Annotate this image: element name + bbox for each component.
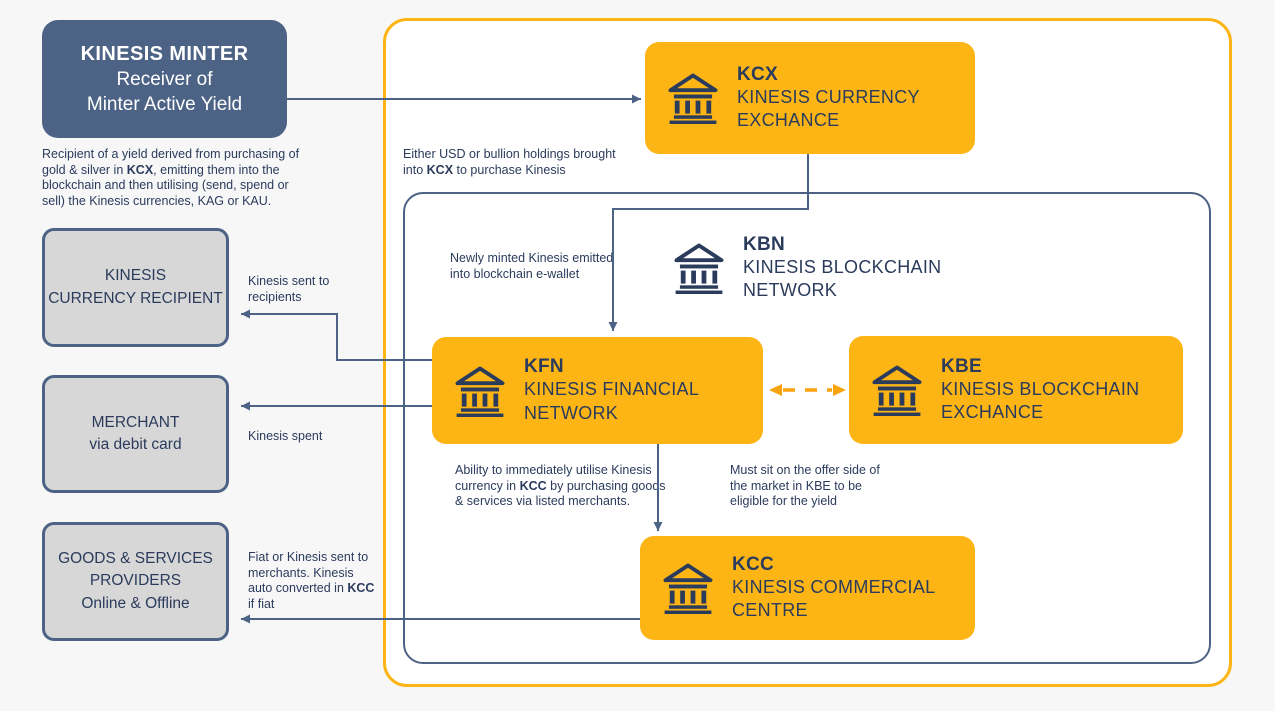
recipient-label-line2: CURRENCY RECIPIENT [48, 289, 223, 307]
annotation-text: Either USD or bullion holdings brought i… [403, 147, 616, 177]
minter-title: KINESIS MINTER [80, 42, 249, 65]
merchant-label-line2: via debit card [89, 436, 182, 453]
annotation-text-2: by purchasing goods & services via liste… [455, 478, 666, 509]
minter-subtitle-line1: Receiver of [116, 69, 213, 91]
annotation-text: Fiat or Kinesis sent to merchants. Kines… [248, 550, 369, 596]
minter-description: Recipient of a yield derived from purcha… [42, 147, 300, 210]
node-kfn: KFN KINESIS FINANCIAL NETWORK [432, 337, 763, 444]
goods-services-providers-box: GOODS & SERVICES PROVIDERS Online & Offl… [42, 522, 229, 641]
node-kcx-code: KCX [737, 63, 779, 85]
recipient-label-line1: KINESIS [104, 267, 167, 285]
node-kcc-code: KCC [732, 553, 775, 575]
node-kbn-code: KBN [743, 233, 786, 255]
goods-label-line3: Online & Offline [81, 594, 190, 612]
node-kbe: KBE KINESIS BLOCKCHAIN EXCHANCE [849, 336, 1183, 444]
annotation-kinesis-sent: Kinesis sent to recipients [248, 274, 330, 304]
bank-icon [872, 365, 922, 416]
minter-description-bold: KCX [126, 162, 154, 177]
node-kfn-name: KINESIS FINANCIAL NETWORK [524, 379, 699, 423]
annotation-text: Ability to immediately utilise Kinesis c… [455, 463, 652, 493]
annotation-bold: KCX [426, 162, 454, 177]
annotation-fiat-note: Fiat or Kinesis sent to merchants. Kines… [248, 550, 376, 613]
annotation-newly-minted: Newly minted Kinesis emitted into blockc… [450, 251, 614, 281]
kinesis-minter-box: KINESIS MINTER Receiver of Minter Active… [42, 20, 287, 138]
node-kbn-name: KINESIS BLOCKCHAIN NETWORK [743, 256, 942, 300]
bank-icon [668, 73, 718, 124]
annotation-text-2: if fiat [248, 596, 275, 611]
node-kcx-name: KINESIS CURRENCY EXCHANCE [737, 86, 920, 130]
annotation-ability-note: Ability to immediately utilise Kinesis c… [455, 463, 677, 510]
merchant-box: MERCHANT via debit card [42, 375, 229, 493]
annotation-bold: KCC [347, 581, 375, 596]
annotation-must-sit: Must sit on the offer side of the market… [730, 463, 880, 509]
node-kcc: KCC KINESIS COMMERCIAL CENTRE [640, 536, 975, 640]
node-kbn: KBN KINESIS BLOCKCHAIN NETWORK [651, 228, 981, 308]
bank-icon [663, 563, 713, 614]
minter-description-text-2: , emitting them into the blockchain and … [42, 162, 289, 208]
annotation-kcx-note: Either USD or bullion holdings brought i… [403, 147, 625, 178]
node-kcc-name: KINESIS COMMERCIAL CENTRE [732, 576, 935, 620]
annotation-bold: KCC [519, 478, 547, 493]
merchant-label-line1: MERCHANT [91, 413, 180, 431]
minter-description-text: Recipient of a yield derived from purcha… [42, 147, 300, 177]
bank-icon [674, 243, 724, 294]
goods-label-line1: GOODS & SERVICES [58, 549, 213, 567]
minter-subtitle-line2: Minter Active Yield [86, 94, 243, 116]
node-kfn-code: KFN [524, 356, 564, 378]
node-kbe-name: KINESIS BLOCKCHAIN EXCHANCE [941, 378, 1140, 422]
node-kbe-code: KBE [941, 355, 983, 377]
annotation-kinesis-spent: Kinesis spent [248, 429, 323, 443]
bank-icon [455, 366, 505, 417]
node-kcx: KCX KINESIS CURRENCY EXCHANCE [645, 42, 975, 154]
annotation-text-2: to purchase Kinesis [453, 162, 566, 177]
kinesis-currency-recipient-box: KINESIS CURRENCY RECIPIENT [42, 228, 229, 347]
goods-label-line2: PROVIDERS [89, 572, 182, 590]
